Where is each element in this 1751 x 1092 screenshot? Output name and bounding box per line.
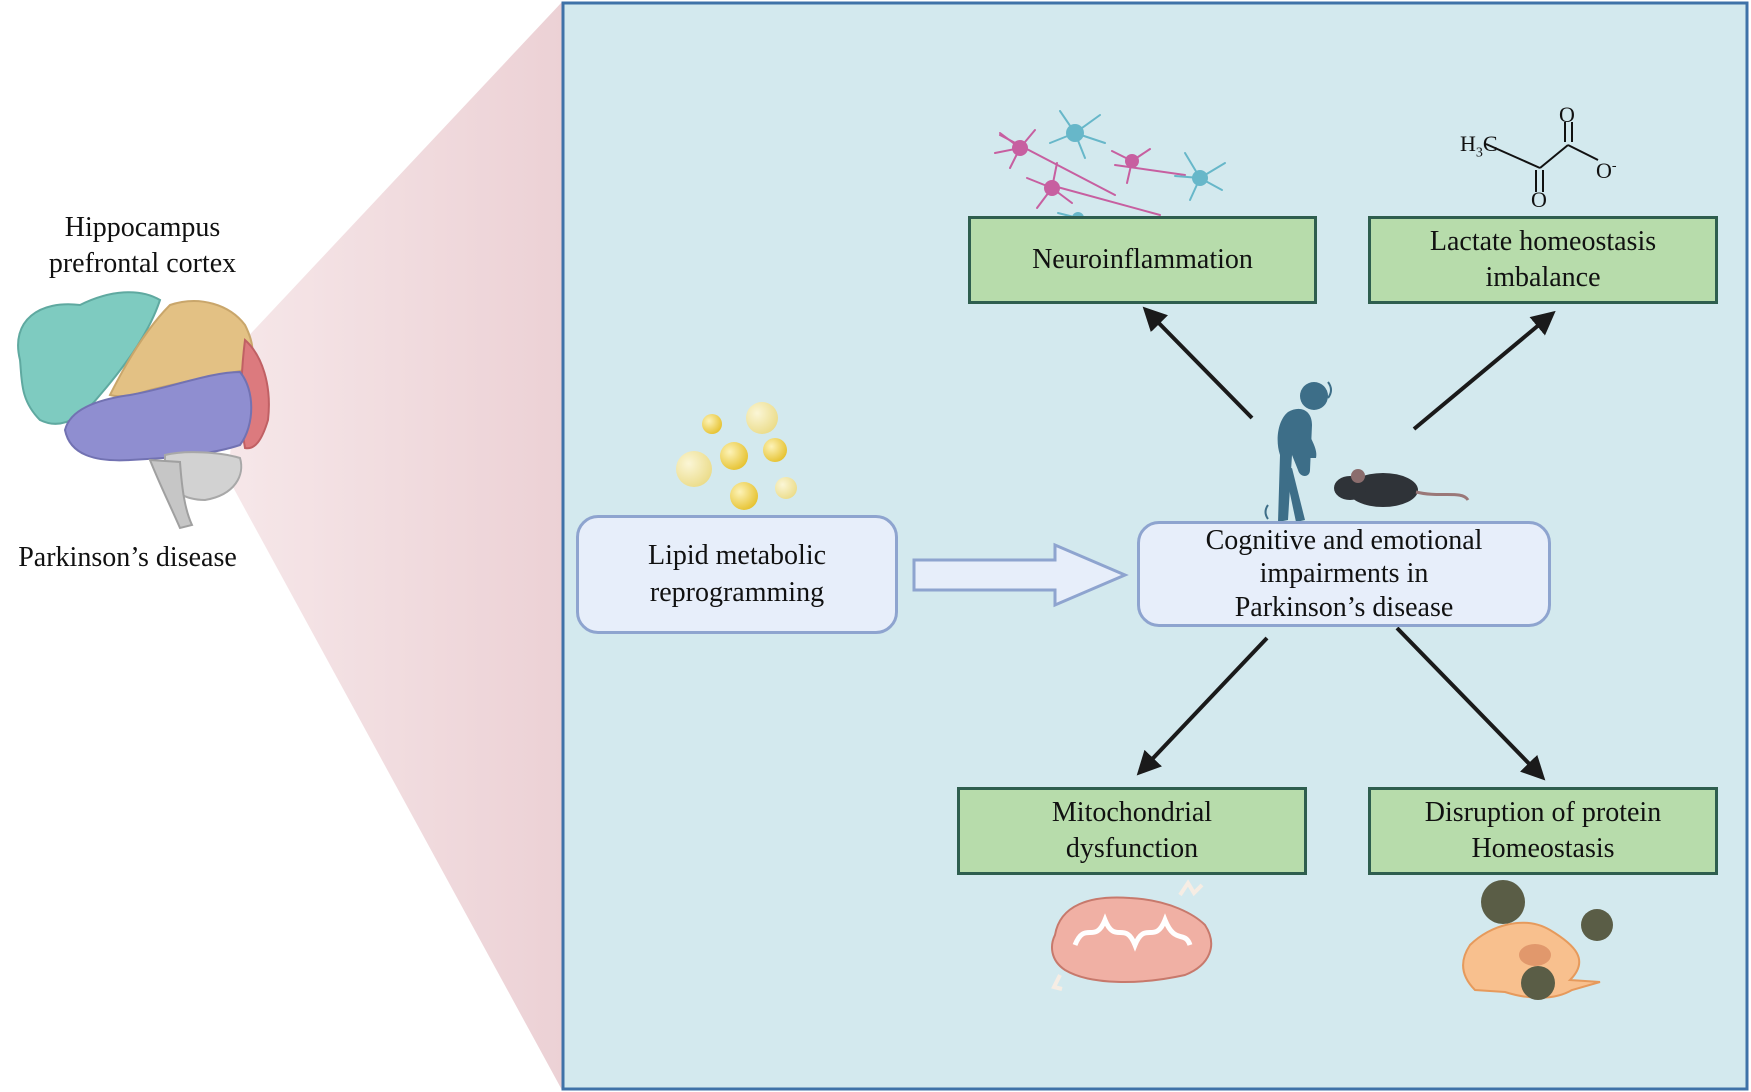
brain-regions-line2: prefrontal cortex — [48, 248, 237, 280]
center-line2: impairments in — [1259, 558, 1429, 590]
arrow-to-lactate — [1412, 310, 1556, 431]
person-walking-icon — [1264, 381, 1332, 522]
lactate-box: Lactate homeostasis imbalance — [1368, 216, 1718, 304]
protein-aggregate-cell-icon — [1462, 880, 1613, 1000]
pyruvate-structure-icon — [1485, 122, 1599, 192]
pyruvate-h: H — [1460, 131, 1476, 156]
mouse-icon — [1334, 469, 1470, 507]
lactate-line1: Lactate homeostasis — [1429, 225, 1657, 257]
hollow-arrow — [912, 542, 1129, 608]
center-line1: Cognitive and emotional — [1205, 524, 1483, 556]
brain-stem — [148, 458, 194, 530]
lipid-line1: Lipid metabolic — [647, 540, 827, 572]
protein-line2: Homeostasis — [1471, 833, 1615, 864]
central-impairments-box: Cognitive and emotional impairments in P… — [1137, 521, 1551, 627]
brain-disease-label: Parkinson’s disease — [18, 542, 237, 573]
brain-illustration — [17, 291, 270, 530]
mitochondrion-icon — [1051, 879, 1213, 991]
pyruvate-anion-o: O — [1596, 158, 1612, 183]
pyruvate-methyl-label: H3C — [1460, 130, 1498, 163]
mitochondrial-line2: dysfunction — [1065, 833, 1199, 864]
brain-temporal-lobe — [63, 370, 253, 462]
pyruvate-sub: 3 — [1475, 145, 1483, 161]
lactate-line2: imbalance — [1485, 262, 1601, 293]
mitochondrial-line1: Mitochondrial — [1051, 796, 1213, 828]
mitochondrial-box: Mitochondrial dysfunction — [957, 787, 1307, 875]
protein-line1: Disruption of protein — [1424, 796, 1662, 828]
arrow-to-mitochondrial — [1136, 636, 1269, 776]
pyruvate-charge: - — [1611, 158, 1617, 174]
lipid-line2: reprogramming — [649, 576, 825, 608]
pyruvate-oxygen-anion: O- — [1596, 157, 1617, 186]
zoom-fan — [228, 2, 562, 1090]
brain-frontal-lobe — [17, 291, 162, 425]
lipid-droplets-icon — [676, 402, 797, 510]
center-line3: Parkinson’s disease — [1234, 591, 1454, 623]
lipid-metabolic-box: Lipid metabolic reprogramming — [576, 515, 898, 634]
brain-regions-label: Hippocampus prefrontal cortex — [20, 210, 265, 283]
pyruvate-oxygen-top: O — [1559, 102, 1575, 127]
neuroinflammation-line1: Neuroinflammation — [1032, 243, 1253, 275]
protein-box: Disruption of protein Homeostasis — [1368, 787, 1718, 875]
neuroinflammation-box: Neuroinflammation — [968, 216, 1317, 304]
pyruvate-oxygen-bottom: O — [1531, 187, 1547, 212]
pyruvate-c: C — [1482, 131, 1498, 156]
arrow-to-neuroinflammation — [1142, 306, 1254, 420]
brain-regions-line1: Hippocampus — [64, 212, 221, 243]
arrow-to-protein — [1395, 626, 1546, 781]
